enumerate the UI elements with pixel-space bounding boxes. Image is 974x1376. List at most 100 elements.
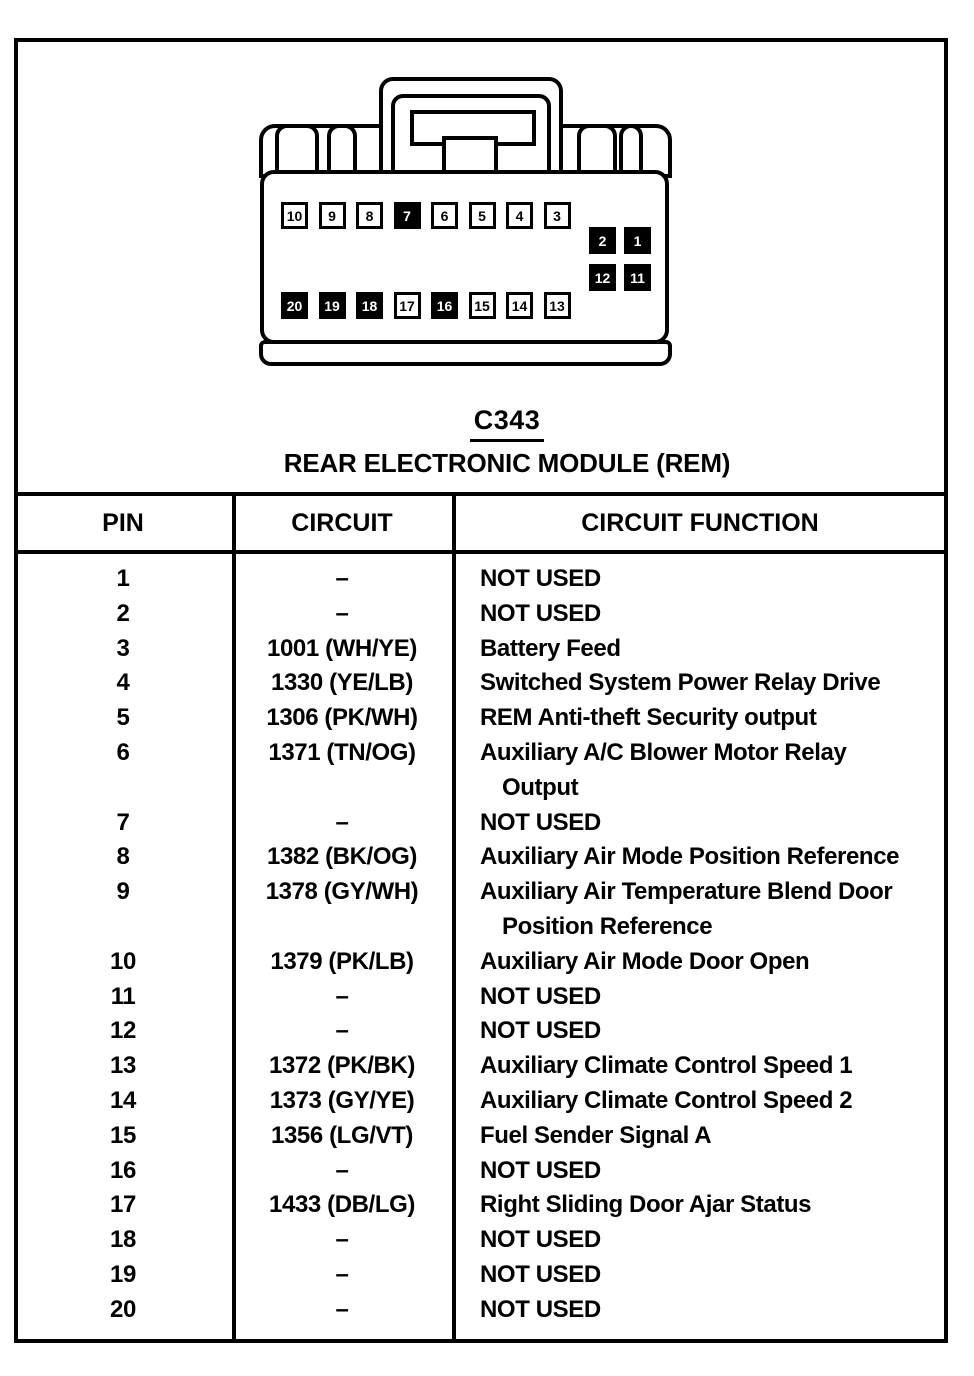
circuit-cell: 1306 (PK/WH) (266, 704, 418, 732)
connector-pin-10: 10 (281, 202, 308, 229)
title-block: C343 REAR ELECTRONIC MODULE (REM) (20, 406, 974, 479)
circuit-cell: 1382 (BK/OG) (267, 843, 417, 871)
function-line: NOT USED (480, 1295, 601, 1323)
pin-cell: 4 (116, 669, 130, 697)
circuit-cell: – (335, 1156, 349, 1184)
connector-pin-8: 8 (356, 202, 383, 229)
table-row: 8 1382 (BK/OG) Auxiliary Air Mode Positi… (14, 840, 948, 875)
function-line-continuation: Position Reference (502, 912, 713, 940)
connector-pin-20: 20 (281, 292, 308, 319)
circuit-cell: 1378 (GY/WH) (265, 878, 419, 906)
table-row: 18 – NOT USED (14, 1223, 948, 1258)
pin-cell: 1 (116, 565, 130, 592)
header-circuit: CIRCUIT (291, 508, 393, 537)
function-cell: NOT USED (452, 597, 948, 632)
function-cell: NOT USED (452, 1258, 948, 1293)
pinout-table-body: 1 – NOT USED 2 – NOT USED 3 1001 (WH/YE)… (14, 554, 948, 1328)
connector-pin-16: 16 (431, 292, 458, 319)
table-row: 9 1378 (GY/WH) Auxiliary Air Temperature… (14, 875, 948, 945)
connector-pin-13: 13 (543, 292, 571, 319)
function-line: REM Anti-theft Security output (480, 704, 817, 732)
table-row: 3 1001 (WH/YE) Battery Feed (14, 632, 948, 667)
function-cell: NOT USED (452, 562, 948, 597)
column-divider-circuit-function (452, 492, 456, 1343)
pin-cell: 8 (116, 843, 130, 871)
pin-cell: 16 (110, 1156, 136, 1184)
table-header-row: PIN CIRCUIT CIRCUIT FUNCTION (14, 492, 948, 554)
function-line: Auxiliary Air Mode Door Open (480, 947, 810, 975)
function-line: Auxiliary Climate Control Speed 2 (480, 1086, 853, 1114)
table-row: 11 – NOT USED (14, 980, 948, 1015)
circuit-cell: 1373 (GY/YE) (269, 1086, 415, 1114)
connector-body (260, 170, 669, 344)
function-cell: Auxiliary Air Mode Position Reference (452, 840, 948, 875)
table-row: 6 1371 (TN/OG) Auxiliary A/C Blower Moto… (14, 736, 948, 806)
function-line: NOT USED (480, 599, 601, 627)
pin-cell: 14 (110, 1086, 136, 1114)
circuit-cell: – (335, 565, 349, 592)
function-cell: Right Sliding Door Ajar Status (452, 1188, 948, 1223)
function-cell: NOT USED (452, 1223, 948, 1258)
pin-cell: 7 (116, 808, 130, 836)
function-line: NOT USED (480, 1017, 601, 1045)
connector-title: REAR ELECTRONIC MODULE (REM) (283, 448, 731, 478)
function-line: NOT USED (480, 1260, 601, 1288)
table-row: 12 – NOT USED (14, 1014, 948, 1049)
function-line: NOT USED (480, 982, 601, 1010)
circuit-cell: – (335, 808, 349, 836)
circuit-cell: 1372 (PK/BK) (269, 1052, 415, 1080)
header-function: CIRCUIT FUNCTION (581, 508, 819, 537)
function-line: Right Sliding Door Ajar Status (480, 1191, 812, 1219)
connector-pin-17: 17 (393, 292, 421, 319)
circuit-cell: 1379 (PK/LB) (270, 947, 414, 975)
circuit-cell: – (335, 1226, 349, 1254)
pin-cell: 12 (110, 1017, 136, 1045)
function-cell: Switched System Power Relay Drive (452, 666, 948, 701)
connector-pin-18: 18 (356, 292, 383, 319)
function-cell: REM Anti-theft Security output (452, 701, 948, 736)
circuit-cell: – (335, 982, 349, 1010)
function-line: Battery Feed (480, 634, 621, 662)
function-cell: NOT USED (452, 1014, 948, 1049)
pin-cell: 20 (110, 1295, 136, 1323)
pinout-table: PIN CIRCUIT CIRCUIT FUNCTION 1 – NOT USE… (14, 492, 948, 1343)
column-divider-pin-circuit (232, 492, 236, 1343)
connector-pin-9: 9 (318, 202, 346, 229)
connector-pin-2: 2 (589, 227, 616, 254)
function-line: Auxiliary Climate Control Speed 1 (480, 1052, 853, 1080)
table-row: 17 1433 (DB/LG) Right Sliding Door Ajar … (14, 1188, 948, 1223)
function-cell: Auxiliary Climate Control Speed 2 (452, 1084, 948, 1119)
function-line: NOT USED (480, 565, 601, 592)
header-pin: PIN (102, 508, 144, 537)
table-row: 16 – NOT USED (14, 1154, 948, 1189)
function-line: Auxiliary A/C Blower Motor Relay (480, 738, 847, 766)
connector-pin-5: 5 (468, 202, 496, 229)
table-row: 19 – NOT USED (14, 1258, 948, 1293)
function-line-continuation: Output (502, 773, 579, 801)
function-cell: NOT USED (452, 1293, 948, 1328)
connector-pin-11: 11 (624, 264, 651, 291)
pin-cell: 5 (116, 704, 130, 732)
table-row: 5 1306 (PK/WH) REM Anti-theft Security o… (14, 701, 948, 736)
pin-cell: 13 (110, 1052, 136, 1080)
circuit-cell: – (335, 599, 349, 627)
table-row: 13 1372 (PK/BK) Auxiliary Climate Contro… (14, 1049, 948, 1084)
table-row: 14 1373 (GY/YE) Auxiliary Climate Contro… (14, 1084, 948, 1119)
table-row: 7 – NOT USED (14, 806, 948, 841)
circuit-cell: 1371 (TN/OG) (268, 738, 416, 766)
function-cell: Auxiliary Climate Control Speed 1 (452, 1049, 948, 1084)
circuit-cell: 1433 (DB/LG) (269, 1191, 415, 1219)
connector-pin-12: 12 (589, 264, 616, 291)
connector-pin-3: 3 (543, 202, 571, 229)
pin-cell: 2 (116, 599, 130, 627)
pin-cell: 3 (116, 634, 130, 662)
connector-id: C343 (469, 406, 545, 442)
connector-latch-tab (442, 136, 498, 174)
function-line: NOT USED (480, 1156, 601, 1184)
pin-cell: 6 (116, 738, 130, 766)
